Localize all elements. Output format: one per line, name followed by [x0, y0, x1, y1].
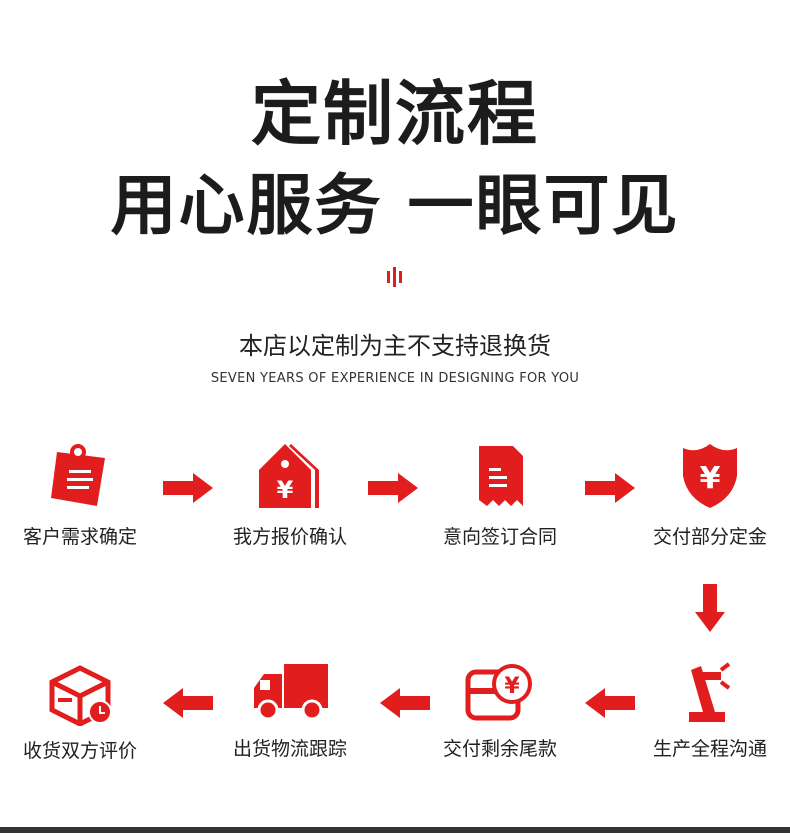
- arrow-left-icon: [380, 688, 430, 718]
- contract-icon: [479, 446, 523, 506]
- arrow-left-icon: [585, 688, 635, 718]
- title-line1: 定制流程: [251, 73, 539, 155]
- price-tag-icon: ¥: [259, 444, 319, 508]
- step-review: 收货双方评价: [0, 660, 160, 763]
- arrow-left-icon: [163, 688, 213, 718]
- subtitle-en: SEVEN YEARS OF EXPERIENCE IN DESIGNING F…: [210, 371, 580, 386]
- shield-yen-icon: ¥: [683, 444, 737, 508]
- bottom-bar: [0, 827, 790, 833]
- step-label: 我方报价确认: [232, 526, 347, 548]
- robot-arm-icon: [689, 662, 731, 722]
- subtitle: 本店以定制为主不支持退换货: [239, 332, 551, 360]
- title-line2: 用心服务 一眼可见: [110, 167, 680, 244]
- step-requirement: 客户需求确定: [0, 440, 160, 549]
- svg-text:¥: ¥: [277, 476, 294, 504]
- step-label: 客户需求确定: [22, 526, 137, 548]
- arrow-right-icon: [163, 473, 213, 503]
- svg-text:¥: ¥: [700, 461, 721, 496]
- step-label: 意向签订合同: [442, 526, 557, 548]
- step-shipping: 出货物流跟踪: [210, 660, 370, 761]
- step-contract: 意向签订合同: [420, 440, 580, 549]
- card-yen-icon: ¥: [465, 664, 532, 721]
- arrow-right-icon: [585, 473, 635, 503]
- truck-icon: [254, 664, 328, 721]
- step-label: 生产全程沟通: [652, 738, 767, 760]
- clipboard-icon: [51, 444, 105, 506]
- step-quote: ¥ 我方报价确认: [210, 440, 370, 549]
- step-label: 交付剩余尾款: [442, 738, 557, 760]
- step-label: 收货双方评价: [22, 740, 137, 762]
- step-balance: ¥ 交付剩余尾款: [420, 660, 580, 761]
- box-clock-icon: [49, 665, 112, 726]
- arrow-right-icon: [368, 473, 418, 503]
- step-label: 出货物流跟踪: [232, 738, 347, 760]
- divider-mark-icon: [387, 267, 402, 287]
- arrow-down-icon: [695, 584, 725, 632]
- svg-text:¥: ¥: [504, 674, 520, 699]
- step-label: 交付部分定金: [652, 526, 767, 548]
- step-production: 生产全程沟通: [630, 660, 790, 761]
- step-deposit: ¥ 交付部分定金: [630, 440, 790, 549]
